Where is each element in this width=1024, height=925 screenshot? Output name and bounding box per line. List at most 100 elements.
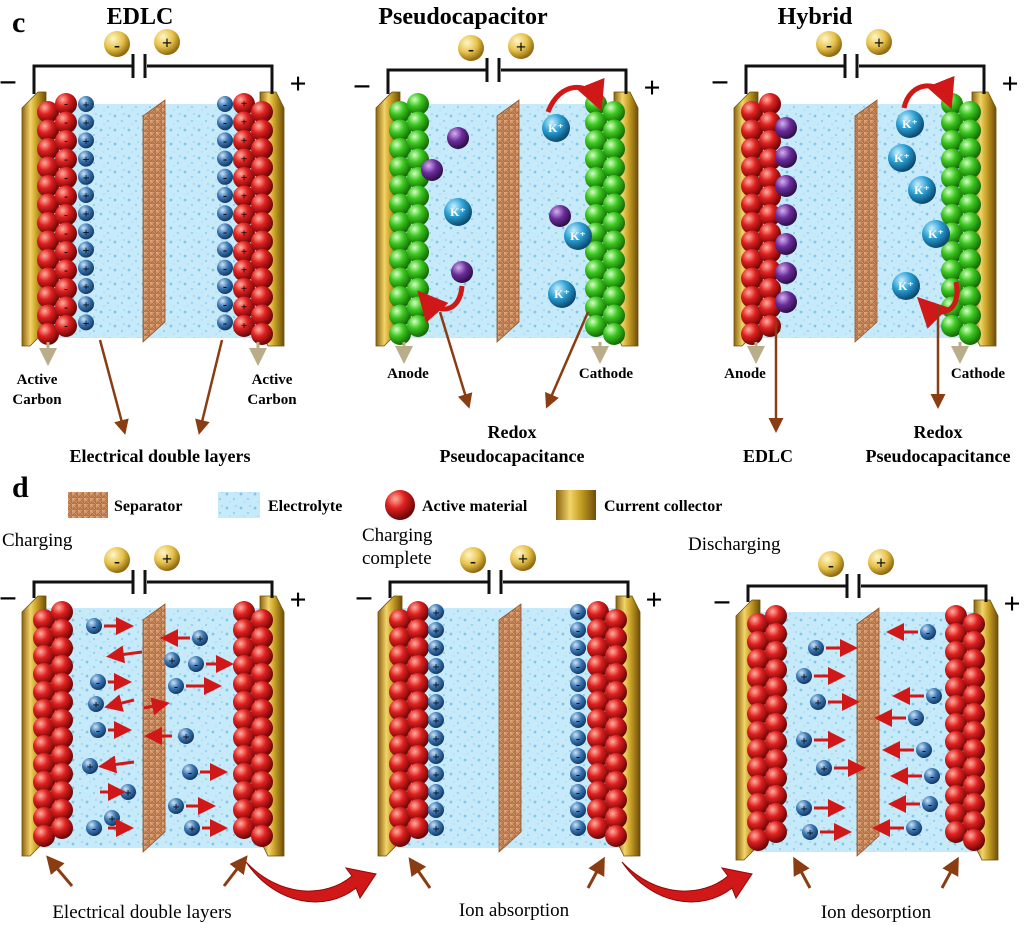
active-material-particle bbox=[605, 753, 627, 775]
active-material-particle bbox=[945, 605, 967, 627]
redox-material-particle bbox=[959, 249, 981, 271]
active-material-particle bbox=[605, 717, 627, 739]
redox-material-particle bbox=[603, 323, 625, 345]
anion-minus bbox=[570, 676, 586, 692]
anion-particle bbox=[451, 261, 473, 283]
active-material-particle bbox=[605, 807, 627, 829]
active-material-particle bbox=[233, 601, 255, 623]
surface-charge-plus: + bbox=[241, 265, 247, 277]
caption-pointer bbox=[586, 856, 605, 889]
ion-plus-sign: + bbox=[83, 116, 90, 130]
active-carbon-particle bbox=[55, 93, 77, 115]
active-carbon-particle bbox=[55, 185, 77, 208]
anion-particle bbox=[447, 127, 469, 149]
caption-pointer bbox=[408, 857, 432, 889]
adsorbed-anion bbox=[775, 233, 797, 255]
ion-plus-sign: + bbox=[813, 642, 820, 656]
ion-minus-sign: - bbox=[223, 152, 227, 166]
anion-minus bbox=[570, 640, 586, 656]
redox-material-particle bbox=[389, 249, 411, 271]
redox-material-particle bbox=[407, 259, 429, 282]
terminal-minus: − bbox=[0, 580, 17, 616]
ion-plus-sign: + bbox=[83, 152, 90, 166]
active-material-particle bbox=[251, 699, 273, 721]
anion-minus bbox=[182, 764, 198, 780]
negative-badge bbox=[816, 31, 842, 57]
active-material-particle bbox=[945, 731, 967, 753]
ion-minus-sign: - bbox=[223, 280, 227, 294]
ion-minus-sign: - bbox=[912, 822, 916, 836]
negative-sign: - bbox=[468, 39, 474, 59]
redox-material-particle bbox=[603, 175, 625, 197]
pseudo-caption-2: Pseudocapacitance bbox=[440, 446, 585, 466]
active-material-particle bbox=[233, 709, 255, 731]
active-carbon-particle bbox=[251, 193, 273, 216]
surface-charge-minus: - bbox=[64, 135, 68, 147]
redox-material-particle bbox=[585, 278, 607, 300]
cation-plus bbox=[810, 694, 826, 710]
ion-minus-sign: - bbox=[576, 750, 580, 764]
active-carbon-particle bbox=[741, 138, 763, 160]
panel-d-letter: d bbox=[12, 471, 29, 504]
potassium-ion bbox=[888, 144, 916, 172]
active-material-particle bbox=[605, 771, 627, 793]
cell-hybrid: −+-+K⁺K⁺K⁺K⁺K⁺ bbox=[711, 29, 1019, 433]
cation-plus bbox=[796, 668, 812, 684]
active-material-particle bbox=[233, 691, 255, 713]
active-carbon-particle bbox=[55, 130, 77, 152]
title-edlc: EDLC bbox=[107, 4, 174, 30]
redox-material-particle bbox=[389, 138, 411, 160]
active-material-particle bbox=[233, 673, 255, 695]
negative-badge bbox=[818, 551, 844, 577]
legend-active-material-swatch bbox=[385, 490, 415, 520]
cation-plus bbox=[78, 259, 94, 276]
ion-plus-sign: + bbox=[801, 734, 808, 748]
process-flow-arrows bbox=[245, 861, 753, 903]
anion-particle bbox=[549, 205, 571, 227]
anion-minus bbox=[570, 766, 586, 782]
active-carbon-particle bbox=[37, 138, 59, 160]
active-carbon-particle bbox=[251, 119, 273, 142]
ion-plus-sign: + bbox=[807, 826, 814, 840]
active-material-particle bbox=[51, 727, 73, 749]
redox-material-particle bbox=[389, 193, 411, 216]
redox-material-particle bbox=[407, 241, 429, 263]
ion-migration-arrow bbox=[98, 755, 135, 774]
anion-minus bbox=[217, 132, 233, 149]
redox-material-particle bbox=[407, 130, 429, 152]
redox-material-particle bbox=[585, 259, 607, 282]
active-carbon-particle bbox=[251, 230, 273, 253]
active-material-particle bbox=[765, 605, 787, 627]
cation-plus bbox=[428, 622, 444, 638]
active-material-particle bbox=[51, 691, 73, 713]
wire-right bbox=[147, 580, 274, 598]
legend-separator-label: Separator bbox=[114, 498, 182, 515]
active-material-particle bbox=[587, 691, 609, 713]
ion-plus-sign: + bbox=[83, 316, 90, 330]
active-carbon-particle bbox=[741, 286, 763, 308]
ion-minus-sign: - bbox=[174, 680, 178, 694]
redox-material-particle bbox=[585, 130, 607, 152]
active-carbon-particle bbox=[55, 204, 77, 226]
active-material-particle bbox=[233, 619, 255, 641]
active-carbon-particle bbox=[251, 249, 273, 271]
redox-material-particle bbox=[389, 212, 411, 234]
hybrid-cathode-label: Cathode bbox=[951, 366, 1006, 382]
cation-plus bbox=[78, 223, 94, 240]
cell-discharging: −+-++++++++------- bbox=[713, 549, 1021, 889]
cation-plus bbox=[164, 652, 180, 668]
negative-sign: - bbox=[470, 551, 476, 571]
active-material-particle bbox=[389, 717, 411, 739]
ion-plus-sign: + bbox=[83, 189, 90, 203]
anion-minus bbox=[924, 768, 940, 784]
surface-charge-minus: - bbox=[64, 283, 68, 295]
active-carbon-particle bbox=[37, 304, 59, 327]
edlc-cathode-label-2: Carbon bbox=[247, 392, 297, 408]
ion-plus-sign: + bbox=[125, 786, 132, 800]
ion-minus-sign: - bbox=[576, 678, 580, 692]
pseudo-anode-label: Anode bbox=[387, 366, 429, 382]
active-material-particle bbox=[945, 677, 967, 699]
active-material-particle bbox=[33, 771, 55, 793]
potassium-ion bbox=[548, 280, 576, 308]
